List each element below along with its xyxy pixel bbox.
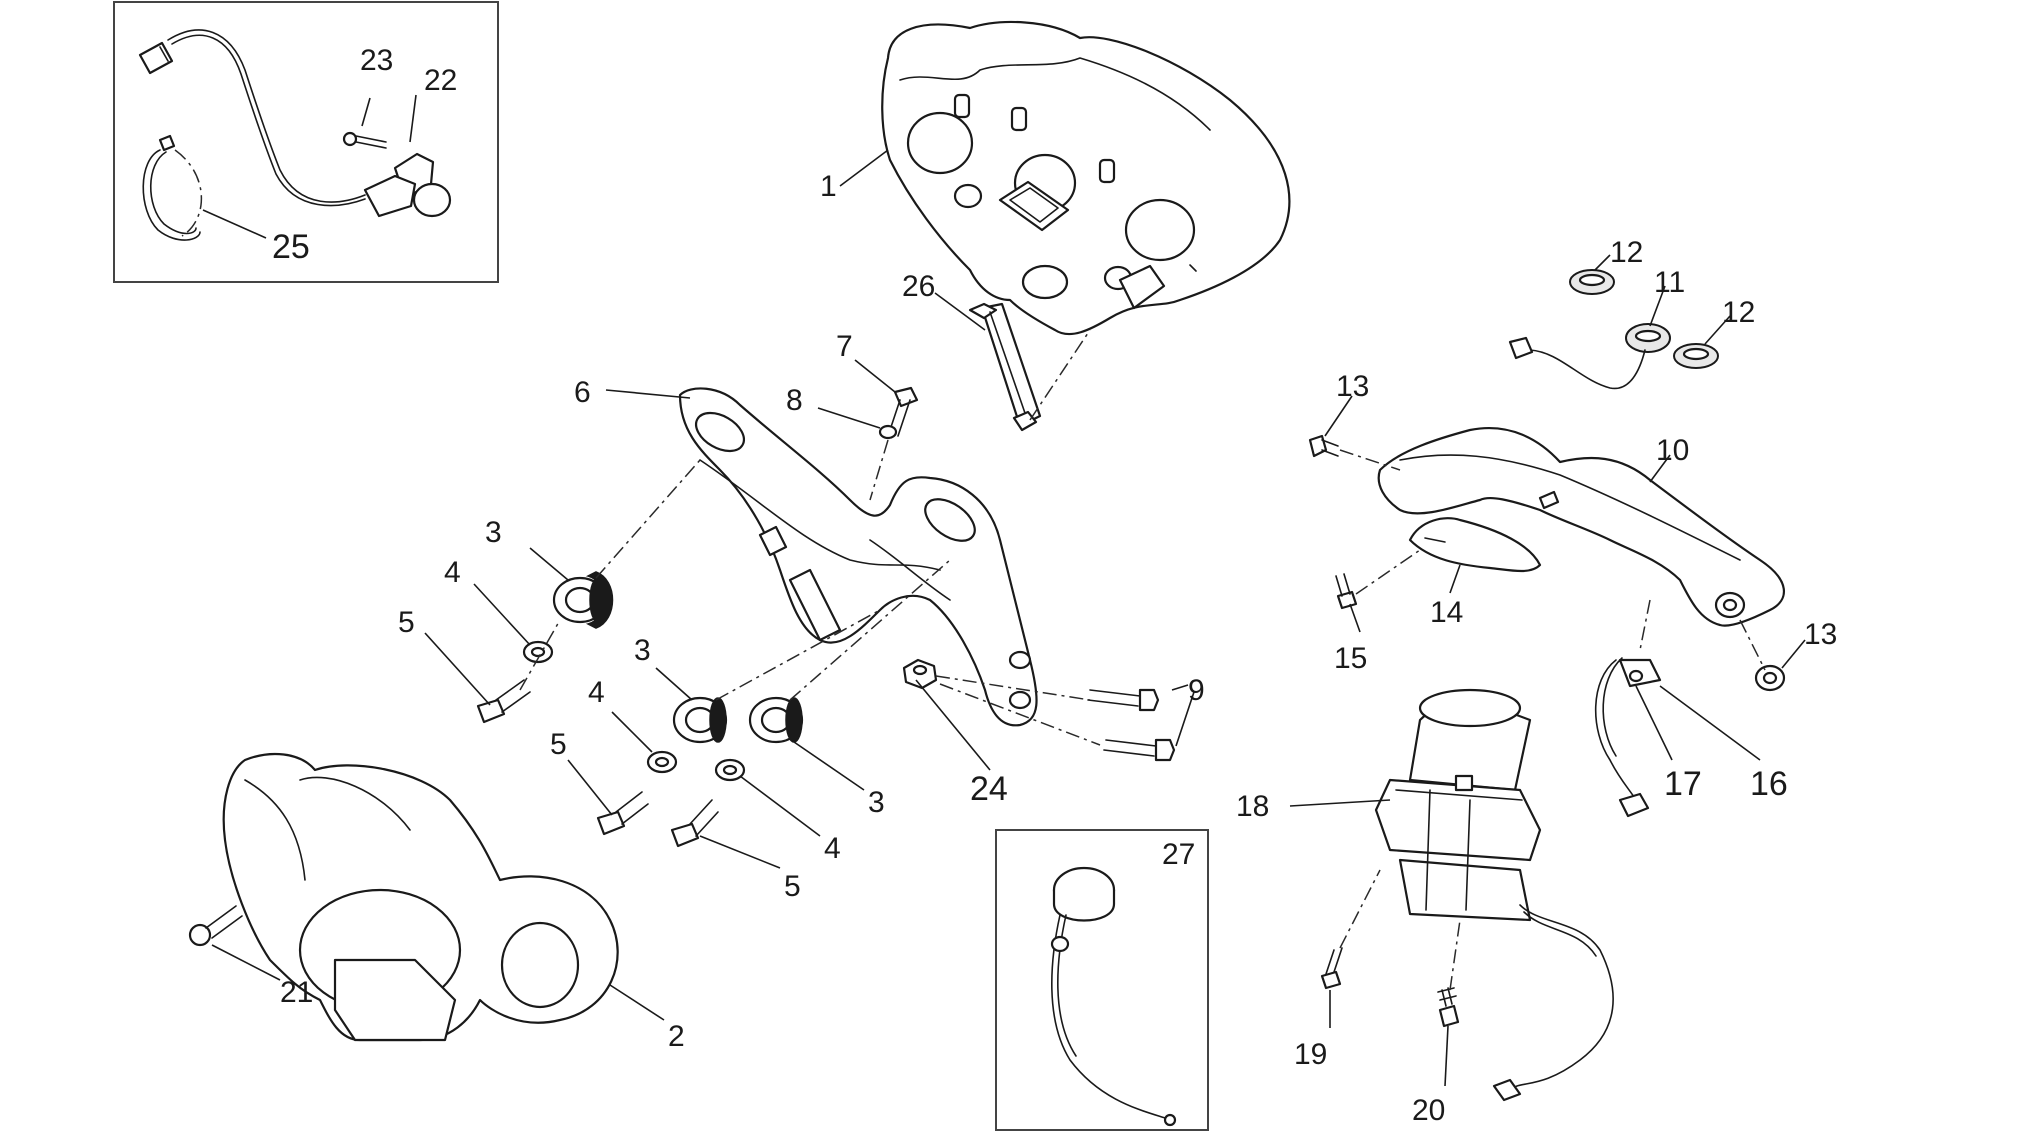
grommets-washers-screws — [424, 459, 951, 869]
part-14-15-plate-screw — [1335, 517, 1542, 633]
callout-4a: 4 — [444, 556, 461, 589]
callout-8: 8 — [786, 384, 803, 417]
callout-7: 7 — [836, 330, 853, 363]
callout-16: 16 — [1750, 765, 1788, 803]
part-11-12-indicator-lights — [1508, 254, 1731, 390]
callout-12a: 12 — [1610, 236, 1643, 269]
callout-3b: 3 — [634, 634, 651, 667]
part-26-connector-plate — [934, 292, 1091, 432]
callout-13b: 13 — [1804, 618, 1837, 651]
callout-14: 14 — [1430, 596, 1463, 629]
callout-13a: 13 — [1336, 370, 1369, 403]
callout-1: 1 — [820, 170, 837, 203]
callout-5c: 5 — [784, 870, 801, 903]
callout-15: 15 — [1334, 642, 1367, 675]
callout-25: 25 — [272, 228, 310, 266]
part-18-lock-assembly — [1289, 688, 1614, 1102]
callout-4b: 4 — [588, 676, 605, 709]
callout-10: 10 — [1656, 434, 1689, 467]
callout-23: 23 — [360, 44, 393, 77]
part-2-rear-cover — [188, 753, 665, 1042]
callout-4c: 4 — [824, 832, 841, 865]
callout-26: 26 — [902, 270, 935, 303]
callout-5a: 5 — [398, 606, 415, 639]
part-7-8-bolt-washer — [817, 359, 919, 501]
callout-3c: 3 — [868, 786, 885, 819]
part-16-17-sensor-cable — [1594, 599, 1761, 818]
callout-5b: 5 — [550, 728, 567, 761]
callout-21: 21 — [280, 976, 313, 1009]
callout-3a: 3 — [485, 516, 502, 549]
part-9-24-bolts-nut — [902, 658, 1195, 771]
callout-20: 20 — [1412, 1094, 1445, 1127]
callout-11: 11 — [1654, 266, 1685, 299]
part-1-instrument-housing — [839, 20, 1291, 336]
callout-27: 27 — [1162, 838, 1195, 871]
callout-2: 2 — [668, 1020, 685, 1053]
inset-speed-sensor — [113, 1, 499, 283]
callout-22: 22 — [424, 64, 457, 97]
callout-labels: 1 2 3 3 3 4 4 4 5 5 5 6 7 8 9 10 11 12 1… — [272, 44, 1837, 1127]
callout-9: 9 — [1188, 674, 1205, 707]
inset-part-27 — [995, 829, 1209, 1131]
part-10-rear-bracket — [1308, 395, 1806, 692]
callout-12b: 12 — [1722, 296, 1755, 329]
callout-24: 24 — [970, 770, 1008, 808]
callout-17: 17 — [1664, 765, 1702, 803]
callout-18: 18 — [1236, 790, 1269, 823]
callout-6: 6 — [574, 376, 591, 409]
callout-19: 19 — [1294, 1038, 1327, 1071]
part-6-mounting-bracket — [605, 387, 1038, 727]
